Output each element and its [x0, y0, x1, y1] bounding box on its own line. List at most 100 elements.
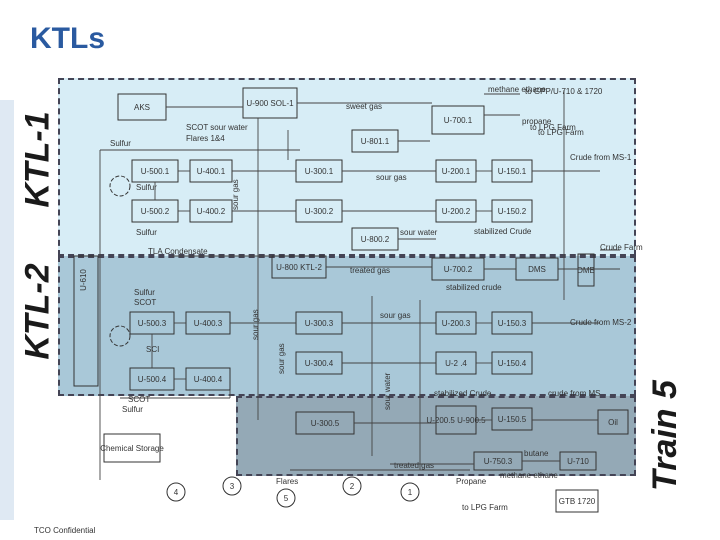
unit-gtb: GTB 1720: [555, 489, 599, 513]
unit-label: U-200.3: [442, 319, 471, 328]
unit-label: U-400.2: [197, 207, 226, 216]
unit-u200-2: U-200.2: [435, 199, 477, 223]
unit-u200-1: U-200.1: [435, 159, 477, 183]
unit-label: DMS: [528, 265, 546, 274]
pump-symbol: [109, 325, 131, 347]
unit-label: U-710: [567, 457, 589, 466]
annotation: methane ethane: [500, 471, 558, 480]
unit-u500-2: U-500.2: [131, 199, 179, 223]
annotation: Sulfur: [122, 405, 143, 414]
unit-label: U-150.2: [498, 207, 527, 216]
unit-u150-3: U-150.3: [491, 311, 533, 335]
left-edge-bar: [0, 100, 14, 520]
annotation: sour water: [400, 228, 438, 237]
annotation: butane: [524, 449, 549, 458]
unit-label: U-700.1: [444, 116, 473, 125]
pump-symbol: [109, 175, 131, 197]
unit-label: U-400.1: [197, 167, 226, 176]
unit-u300-5: U-300.5: [295, 411, 355, 435]
unit-u610: U-610: [73, 255, 99, 387]
unit-label: U-150.5: [498, 415, 527, 424]
annotation: SCOT: [128, 395, 150, 404]
unit-u800-ktl2: U-800 KTL-2: [271, 255, 327, 279]
unit-label: U-2 .4: [445, 359, 467, 368]
unit-label: AKS: [134, 103, 150, 112]
unit-u500-3: U-500.3: [129, 311, 175, 335]
unit-u300-4: U-300.4: [295, 351, 343, 375]
annotation: methane ethane: [488, 85, 546, 94]
annotation: sour gas: [380, 311, 411, 320]
unit-u300-1: U-300.1: [295, 159, 343, 183]
unit-label: U-300.4: [305, 359, 334, 368]
circle-marker-1: 1: [400, 482, 420, 502]
annotation: Crude from MS-1: [570, 153, 632, 162]
unit-label: U-300.5: [311, 419, 340, 428]
svg-text:3: 3: [230, 482, 235, 491]
annotation: stabilized Crude: [434, 389, 492, 398]
unit-u200-3: U-200.3: [435, 311, 477, 335]
annotation: stabilized Crude: [474, 227, 532, 236]
annotation: Flares: [276, 477, 298, 486]
unit-u300-3: U-300.3: [295, 311, 343, 335]
unit-label: U-300.3: [305, 319, 334, 328]
unit-u700-1: U-700.1: [431, 105, 485, 135]
unit-dms: DMS: [515, 257, 559, 281]
unit-label: GTB 1720: [559, 497, 596, 506]
unit-u150-2: U-150.2: [491, 199, 533, 223]
unit-u710: U-710: [559, 451, 597, 471]
unit-u300-2: U-300.2: [295, 199, 343, 223]
unit-label: Chemical Storage: [100, 444, 164, 453]
svg-text:4: 4: [174, 488, 179, 497]
unit-label: U-200.5 U-900.5: [426, 416, 486, 425]
circle-marker-2: 2: [342, 476, 362, 496]
annotation: sour gas: [376, 173, 407, 182]
unit-u900-sol1: U-900 SOL-1: [242, 87, 298, 119]
svg-text:2: 2: [350, 482, 355, 491]
unit-label: U-500.4: [138, 375, 167, 384]
svg-text:1: 1: [408, 488, 413, 497]
unit-label: U-801.1: [361, 137, 390, 146]
annotation: stabilized crude: [446, 283, 502, 292]
unit-label: U-750.3: [484, 457, 513, 466]
annotation: sour water: [383, 372, 392, 410]
unit-label: U-500.3: [138, 319, 167, 328]
unit-label: U-800 KTL-2: [276, 263, 322, 272]
unit-label: Oil: [608, 418, 618, 427]
unit-label: U-150.1: [498, 167, 527, 176]
annotation: Sulfur: [110, 139, 131, 148]
annotation: to LPG Farm: [538, 128, 584, 137]
unit-label: U-300.2: [305, 207, 334, 216]
annotation: sweet gas: [346, 102, 382, 111]
unit-label: U-150.3: [498, 319, 527, 328]
unit-chem: Chemical Storage: [100, 433, 164, 463]
annotation: Crude from MS-2: [570, 318, 632, 327]
unit-aks: AKS: [117, 93, 167, 121]
unit-u400-4: U-400.4: [185, 367, 231, 391]
unit-label: U-610: [79, 269, 88, 291]
unit-u801: U-801.1: [351, 129, 399, 153]
unit-u750: U-750.3: [473, 451, 523, 471]
unit-u150-4: U-150.4: [491, 351, 533, 375]
annotation: SCI: [146, 345, 159, 354]
annotation: SCOT: [134, 298, 156, 307]
circle-marker-4: 4: [166, 482, 186, 502]
unit-u400-2: U-400.2: [189, 199, 233, 223]
unit-label: U-700.2: [444, 265, 473, 274]
annotation: Sulfur: [136, 228, 157, 237]
annotation: TLA Condensate: [148, 247, 208, 256]
annotation: propane: [522, 117, 552, 126]
footer-confidential: TCO Confidential: [34, 526, 96, 535]
unit-label: U-500.2: [141, 207, 170, 216]
annotation: Sulfur: [134, 288, 155, 297]
unit-label: DMB: [577, 266, 595, 275]
zone-ktl2: [58, 256, 636, 396]
zone-ktl1: [58, 78, 636, 256]
unit-label: U-500.1: [141, 167, 170, 176]
unit-label: U-800.2: [361, 235, 390, 244]
unit-label: U-400.3: [194, 319, 223, 328]
annotation: SCOT sour water: [186, 123, 248, 132]
unit-label: U-400.4: [194, 375, 223, 384]
annotation: to LPG Farm: [530, 123, 576, 132]
unit-dmb: DMB: [577, 253, 595, 287]
